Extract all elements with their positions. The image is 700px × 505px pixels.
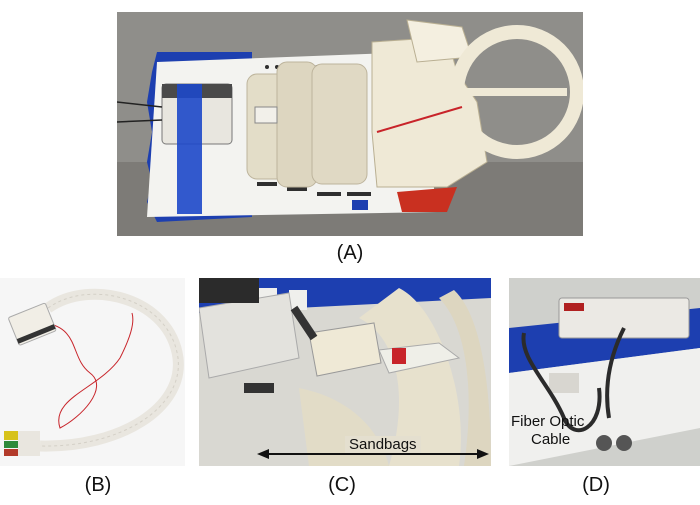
photo-panel-b [0, 278, 185, 466]
caption-d: (D) [582, 474, 610, 496]
caption-a: (A) [336, 242, 364, 264]
fiber-optic-label-line1: Fiber Optic [511, 413, 585, 430]
photo-d-fiber-optic [509, 278, 700, 466]
photo-panel-a [117, 12, 583, 236]
photo-panel-d [509, 278, 700, 466]
photo-panel-c [199, 278, 491, 466]
photo-c-sandbags-closeup [199, 278, 491, 466]
caption-b: (B) [84, 474, 112, 496]
caption-c: (C) [328, 474, 356, 496]
fiber-optic-label-line2: Cable [531, 431, 571, 448]
photo-a-imaging-setup [117, 12, 583, 236]
sandbags-label: Sandbags [345, 436, 421, 453]
photo-b-sensor-cable [0, 278, 185, 466]
